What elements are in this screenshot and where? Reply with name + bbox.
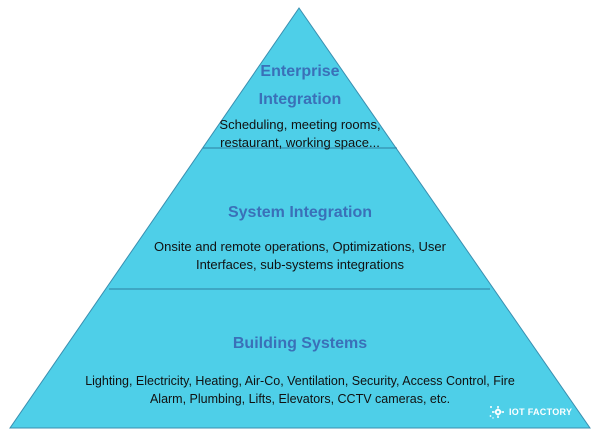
pyramid-body — [9, 7, 591, 429]
enterprise-title-line-2: Integration — [258, 91, 342, 108]
system-integration-description: Onsite and remote operations, Optimizati… — [130, 238, 470, 274]
system-title-line-1: System Integration — [227, 204, 373, 221]
iot-factory-logo: IOT FACTORY — [489, 404, 572, 420]
enterprise-desc-line-2: restaurant, working space... — [220, 135, 380, 150]
system-desc-line-2: Interfaces, sub-systems integrations — [195, 257, 405, 272]
building-desc-line-1: Lighting, Electricity, Heating, Air-Co, … — [85, 374, 515, 388]
building-desc-line-2: Alarm, Plumbing, Lifts, Elevators, CCTV … — [149, 392, 451, 406]
building-title-line-1: Building Systems — [232, 335, 368, 352]
enterprise-integration-description: Scheduling, meeting rooms, restaurant, w… — [200, 116, 400, 152]
system-integration-title: System Integration — [150, 201, 450, 225]
gear-icon — [489, 406, 504, 419]
system-desc-line-1: Onsite and remote operations, Optimizati… — [154, 239, 446, 254]
enterprise-title-line-1: Enterprise — [260, 63, 340, 80]
enterprise-desc-line-1: Scheduling, meeting rooms, — [219, 117, 381, 132]
enterprise-integration-title: Enterprise Integration — [200, 58, 400, 114]
building-systems-description: Lighting, Electricity, Heating, Air-Co, … — [60, 372, 540, 408]
building-systems-title: Building Systems — [150, 332, 450, 356]
logo-text: IOT FACTORY — [509, 407, 573, 417]
